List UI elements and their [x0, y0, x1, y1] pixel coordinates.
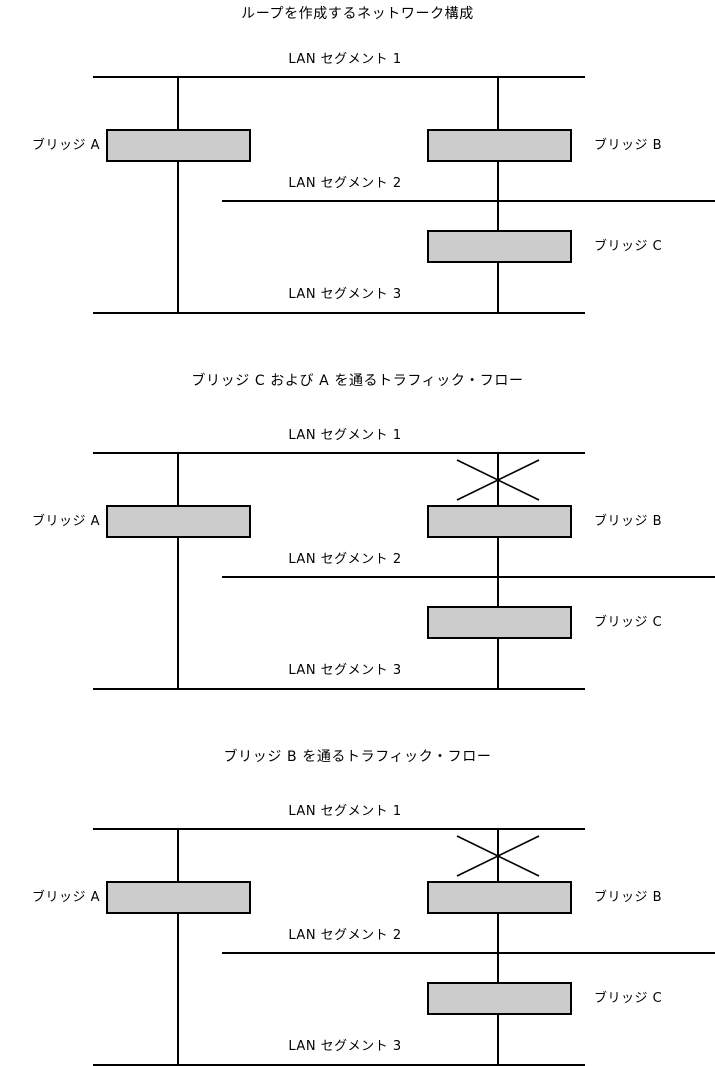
figure-3-lan-segment-1-line: [93, 828, 585, 830]
figure-1-bridge-a-box: [106, 129, 251, 162]
figure-1-lan-segment-1-label: LAN セグメント 1: [288, 52, 402, 67]
figure-2-bridge-bc-trunk: [497, 452, 499, 689]
figure-3: ブリッジ B を通るトラフィック・フロー LAN セグメント 1 ブリッジ A …: [0, 748, 715, 1066]
figure-3-title: ブリッジ B を通るトラフィック・フロー: [223, 749, 492, 765]
figure-3-diagram: LAN セグメント 1 ブリッジ A ブリッジ B LAN セグメント 2 ブリ…: [0, 748, 715, 1066]
figure-3-lan-segment-3-label: LAN セグメント 3: [288, 1039, 402, 1054]
figure-1-diagram: LAN セグメント 1 ブリッジ A ブリッジ B LAN セグメント 2 ブリ…: [0, 0, 715, 345]
figure-1-bridge-a-label: ブリッジ A: [31, 138, 100, 153]
figure-2-bridge-a-box: [106, 505, 251, 538]
figure-2-bridge-a-label: ブリッジ A: [31, 514, 100, 529]
figure-3-blocked-link-icon: [456, 835, 540, 877]
figure-1-bridge-c-box: [427, 230, 572, 263]
figure-2-lan-segment-1-label: LAN セグメント 1: [288, 428, 402, 443]
figure-3-bridge-b-label: ブリッジ B: [594, 890, 663, 905]
figure-3-bridge-c-box: [427, 982, 572, 1015]
figure-3-lan-segment-2-line: [222, 952, 715, 954]
figure-3-bridge-a-label: ブリッジ A: [31, 890, 100, 905]
figure-3-lan-segment-3-line: [93, 1064, 585, 1066]
figure-2-lan-segment-2-line: [222, 576, 715, 578]
figure-1-bridge-bc-trunk: [497, 76, 499, 313]
figure-2-bridge-b-label: ブリッジ B: [594, 514, 663, 529]
figure-2: ブリッジ C および A を通るトラフィック・フロー LAN セグメント 1 ブ…: [0, 372, 715, 717]
figure-3-bridge-bc-trunk: [497, 828, 499, 1065]
figure-3-bridge-a-box: [106, 881, 251, 914]
figure-1-bridge-b-label: ブリッジ B: [594, 138, 663, 153]
figure-2-bridge-b-box: [427, 505, 572, 538]
figure-2-bridge-a-trunk: [177, 452, 179, 689]
figure-2-bridge-c-box: [427, 606, 572, 639]
figure-1-lan-segment-2-line: [222, 200, 715, 202]
figure-1-lan-segment-2-label: LAN セグメント 2: [288, 176, 402, 191]
figure-2-lan-segment-2-label: LAN セグメント 2: [288, 552, 402, 567]
figure-2-lan-segment-3-label: LAN セグメント 3: [288, 663, 402, 678]
figure-3-lan-segment-2-label: LAN セグメント 2: [288, 928, 402, 943]
figure-2-blocked-link-icon: [456, 459, 540, 501]
figure-1-title: ループを作成するネットワーク構成: [241, 6, 474, 22]
figure-1: ループを作成するネットワーク構成 LAN セグメント 1 ブリッジ A ブリッジ…: [0, 0, 715, 345]
figure-2-title: ブリッジ C および A を通るトラフィック・フロー: [191, 373, 524, 389]
figure-3-lan-segment-1-label: LAN セグメント 1: [288, 804, 402, 819]
figure-3-bridge-b-box: [427, 881, 572, 914]
figure-2-diagram: LAN セグメント 1 ブリッジ A ブリッジ B LAN セグメント 2 ブリ…: [0, 372, 715, 717]
figure-1-lan-segment-1-line: [93, 76, 585, 78]
figure-3-bridge-a-trunk: [177, 828, 179, 1065]
figure-2-lan-segment-3-line: [93, 688, 585, 690]
figure-1-bridge-a-trunk: [177, 76, 179, 313]
figure-1-lan-segment-3-label: LAN セグメント 3: [288, 287, 402, 302]
figure-1-lan-segment-3-line: [93, 312, 585, 314]
figure-2-bridge-c-label: ブリッジ C: [594, 615, 663, 630]
figure-1-bridge-b-box: [427, 129, 572, 162]
figure-2-lan-segment-1-line: [93, 452, 585, 454]
figure-1-bridge-c-label: ブリッジ C: [594, 239, 663, 254]
figure-3-bridge-c-label: ブリッジ C: [594, 991, 663, 1006]
